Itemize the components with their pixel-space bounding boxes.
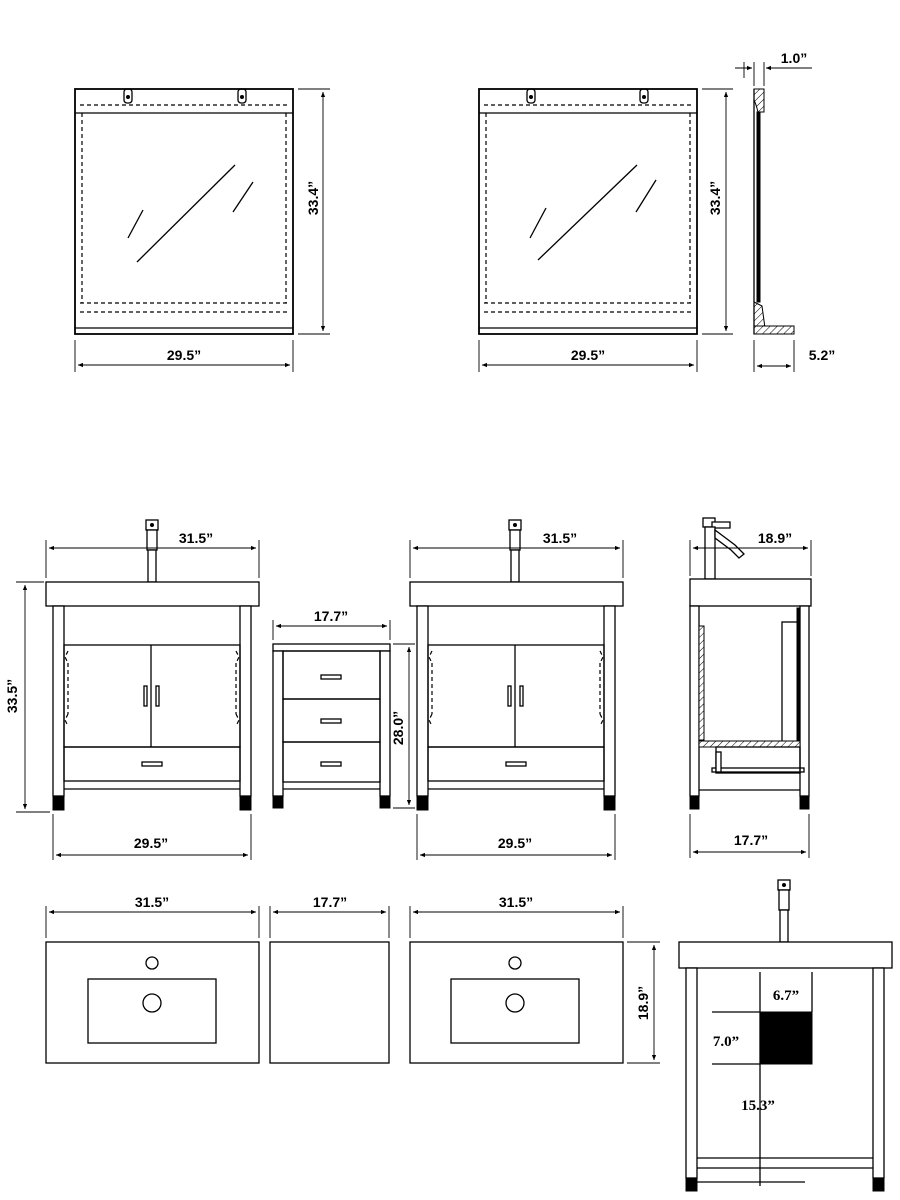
- vanity-front-view-2: 31.5” 29.5”: [409, 519, 624, 860]
- plumbing-zone-block: [759, 1011, 813, 1065]
- dimension-height: 33.5”: [4, 581, 50, 813]
- faucet-icon: [777, 879, 791, 943]
- dimension-base-width: 29.5”: [416, 814, 616, 860]
- dimension-shelf-depth: 5.2”: [753, 340, 835, 372]
- vanity-top-width-label: 31.5”: [543, 530, 577, 546]
- vanity-drawer: [63, 746, 241, 782]
- dimension-top-width: 31.5”: [45, 530, 260, 578]
- vanity-height-label: 33.5”: [4, 679, 20, 713]
- door-handle-icon: [155, 685, 160, 707]
- mirror-front-view: 29.5” 33.4”: [74, 88, 330, 372]
- vanity-top-view: 31.5”: [45, 894, 260, 1064]
- vanity-top: [45, 581, 260, 607]
- faucet-icon: [508, 519, 522, 583]
- cabinet-width-label: 17.7”: [314, 608, 348, 624]
- dimension-width: 17.7”: [272, 608, 391, 640]
- dimension-top-depth: 18.9”: [689, 530, 812, 576]
- vanity-leg-right: [239, 605, 252, 797]
- dimension-width: 29.5”: [478, 340, 698, 372]
- faucet-icon: [145, 519, 159, 583]
- vanity-top: [409, 581, 624, 607]
- plumbing-detail-view: 6.7” 7.0” 15.3”: [678, 879, 893, 1192]
- vanity-side-view: 18.9” 17.7”: [689, 517, 812, 858]
- dimension-base-width: 29.5”: [52, 814, 252, 860]
- mirror-glare-icon: [127, 164, 254, 263]
- mirror-thickness-label: 1.0”: [781, 50, 807, 66]
- cabinet-top: [272, 643, 391, 652]
- door-handle-icon: [143, 685, 148, 707]
- drawer-handle-icon: [505, 761, 527, 767]
- vanity-top: [678, 941, 893, 969]
- vanity-base-width-label: 29.5”: [498, 835, 532, 851]
- block-height-label: 7.0”: [713, 1034, 739, 1050]
- mirror-height-label: 33.4”: [305, 181, 321, 215]
- dimension-width: 17.7”: [269, 894, 390, 938]
- vanity-front-view: 31.5” 29.5” 33.5”: [4, 519, 260, 860]
- dimension-width: 31.5”: [409, 894, 624, 938]
- drawer-handle-icon: [141, 761, 163, 767]
- vanity-leg-left: [52, 605, 65, 797]
- mirror-frame: [74, 88, 294, 335]
- vanity-base-width-label: 29.5”: [134, 835, 168, 851]
- dimension-thickness: 1.0”: [735, 50, 812, 86]
- drawer-handle-icon: [320, 674, 342, 680]
- dimension-base-depth: 17.7”: [689, 814, 810, 858]
- dimension-height: 33.4”: [702, 88, 733, 335]
- dimension-depth: 18.9”: [627, 941, 660, 1064]
- mirror-hanger-icon: [123, 88, 247, 104]
- block-width-label: 6.7”: [773, 988, 799, 1004]
- mirror-front-view-2: 29.5” 33.4”: [478, 88, 733, 372]
- mirror-shelf-depth-label: 5.2”: [809, 347, 835, 363]
- vanity-top-view-2: 31.5” 18.9”: [409, 894, 660, 1064]
- vanity-top-view-width-label: 31.5”: [499, 894, 533, 910]
- side-cabinet-front-view: 17.7” 28.0”: [272, 608, 415, 809]
- dimension-width: 31.5”: [45, 894, 260, 938]
- vanity-top-view-depth-label: 18.9”: [635, 986, 651, 1020]
- cabinet-drawer: [282, 741, 381, 783]
- dimension-height: 28.0”: [390, 643, 415, 809]
- mirror-width-label: 29.5”: [571, 347, 605, 363]
- sink-basin: [87, 978, 217, 1044]
- faucet-hole-icon: [508, 956, 522, 970]
- mirror-height-label: 33.4”: [707, 181, 723, 215]
- detail-guide-lines: [697, 972, 813, 1186]
- mirror-glare-icon: [529, 164, 657, 261]
- vanity-drawer: [427, 746, 605, 782]
- door-handle-icon: [507, 685, 512, 707]
- vanity-top: [689, 578, 812, 607]
- vanity-top-view-width-label: 31.5”: [135, 894, 169, 910]
- cabinet-top-view: 17.7”: [269, 894, 390, 1064]
- dimension-top-width: 31.5”: [409, 530, 624, 578]
- drawer-handle-icon: [320, 718, 342, 724]
- faucet-side-icon: [702, 517, 745, 580]
- mirror-width-label: 29.5”: [167, 347, 201, 363]
- vanity-base-depth-label: 17.7”: [734, 832, 768, 848]
- drain-icon: [142, 993, 162, 1013]
- drain-height-label: 15.3”: [741, 1098, 775, 1114]
- mirror-side-view: 1.0” 5.2”: [735, 50, 835, 372]
- vanity-top-width-label: 31.5”: [179, 530, 213, 546]
- cabinet-height-label: 28.0”: [390, 711, 406, 745]
- sink-basin: [450, 978, 580, 1044]
- dimension-width: 29.5”: [74, 340, 294, 372]
- door-handle-icon: [519, 685, 524, 707]
- drain-icon: [505, 993, 525, 1013]
- dimension-height: 33.4”: [298, 88, 330, 335]
- cabinet-top-view-width-label: 17.7”: [313, 894, 347, 910]
- mirror-frame: [478, 88, 698, 335]
- vanity-top-depth-label: 18.9”: [758, 530, 792, 546]
- mirror-hanger-icon: [526, 88, 649, 104]
- faucet-hole-icon: [145, 956, 159, 970]
- drawer-handle-icon: [320, 761, 342, 767]
